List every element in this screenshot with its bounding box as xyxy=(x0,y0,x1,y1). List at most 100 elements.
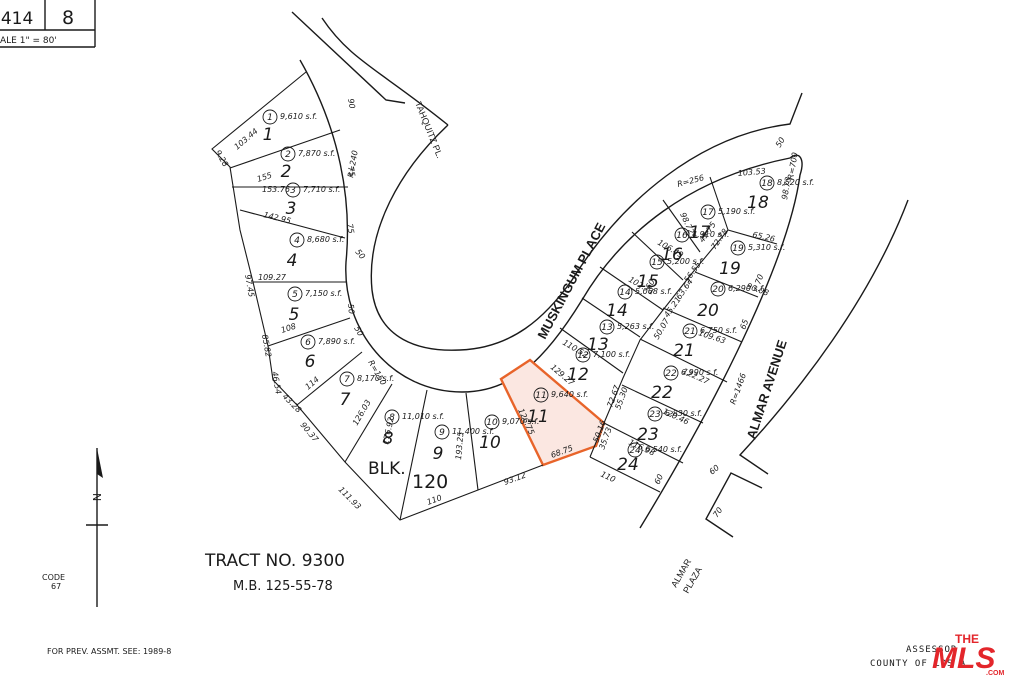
scale-label: SCALE 1" = 80' xyxy=(0,36,57,46)
dimension-label: 193.25 xyxy=(454,431,465,460)
dimension-label: R=256 xyxy=(676,173,705,189)
lot-parcel-number: 6 xyxy=(305,338,311,348)
assessor-label: ASSESSOR xyxy=(906,645,957,655)
dimension-label: R=1466 xyxy=(728,372,748,406)
dimension-label: 75 xyxy=(346,166,357,178)
north-arrow: N xyxy=(86,448,108,607)
lot-9[interactable]: 9 11,400 s.f. 9 xyxy=(433,424,495,464)
lot-parcel-number: 4 xyxy=(294,236,300,246)
dimension-label: 176.92 xyxy=(381,416,396,445)
lot-number: 14 xyxy=(606,301,628,321)
north-label: N xyxy=(90,493,103,501)
lot-parcel-circle xyxy=(280,146,296,162)
lot-number: 6 xyxy=(305,352,316,372)
lot-parcel-circle xyxy=(663,365,679,381)
dimension-label: 60 xyxy=(644,278,657,291)
lot-number: 2 xyxy=(281,162,292,182)
lot-number: 22 xyxy=(651,383,673,403)
highlighted-lot-11[interactable] xyxy=(499,358,606,467)
dimension-label: 60 xyxy=(708,463,722,476)
lot-parcel-number: 15 xyxy=(651,258,663,268)
previous-assessment-note: FOR PREV. ASSMT. SEE: 1989-8 xyxy=(47,647,171,656)
lot-area: 4,910 s.f. xyxy=(692,230,729,239)
block-number: 120 xyxy=(412,471,448,493)
lot-area: 11,400 s.f. xyxy=(452,427,494,436)
lot-number: 3 xyxy=(286,199,297,219)
lot-boundaries xyxy=(211,71,778,521)
lot-number: 18 xyxy=(747,193,769,213)
lot-parcel-number: 3 xyxy=(290,186,296,196)
dimension-label: 90.37 xyxy=(298,421,320,445)
dimension-label: 97.45 xyxy=(243,274,256,298)
dimension-label: 126.03 xyxy=(351,398,373,427)
lot-area: 6,750 s.f. xyxy=(700,326,737,335)
dimension-label: 75 xyxy=(345,223,356,235)
lot-parcel-circle xyxy=(262,109,278,125)
lot-area: 8,680 s.f. xyxy=(307,235,344,244)
lot-4[interactable]: 4 8,680 s.f. 4 xyxy=(287,232,345,271)
lot-parcel-number: 22 xyxy=(665,369,677,379)
lot-parcel-number: 16 xyxy=(676,231,688,241)
lot-number: 19 xyxy=(719,259,741,279)
lot-number: 23 xyxy=(637,425,659,445)
lot-number: 4 xyxy=(287,251,298,271)
mls-logo: THE MLS .COM xyxy=(932,632,1004,677)
lot-area: 5,263 s.f. xyxy=(617,322,654,331)
lot-area: 5,190 s.f. xyxy=(718,207,755,216)
mls-logo-the: THE xyxy=(955,632,979,646)
dimension-label: 114 xyxy=(304,375,321,392)
tahquitz-west-edge xyxy=(291,11,406,104)
lot-parcel-number: 24 xyxy=(629,446,641,456)
dimension-label: 155 xyxy=(256,171,273,184)
lot-parcel-number: 9 xyxy=(439,428,445,438)
lot-number: 1 xyxy=(263,125,274,145)
block-label: BLK. xyxy=(368,459,406,479)
lot-parcel-circle xyxy=(575,347,591,363)
lot-area: 9,640 s.f. xyxy=(551,390,588,399)
lot-parcel-number: 8 xyxy=(389,413,395,423)
dimension-label: 103.53 xyxy=(737,167,766,178)
lot-area: 7,150 s.f. xyxy=(305,289,342,298)
dimension-label: 110.52 xyxy=(561,338,590,360)
dimension-label: 98.73 xyxy=(780,176,793,200)
dimension-label: 153.76 xyxy=(262,185,290,194)
lot-area: 6,990 s.f. xyxy=(681,368,718,377)
lot-area: 9,070 s.f. xyxy=(502,417,539,426)
lot-parcel-circle xyxy=(674,227,690,243)
dimension-label: 103.44 xyxy=(233,127,260,152)
almar-plaza-edge xyxy=(705,472,763,538)
lot-area: 5,068 s.f. xyxy=(635,287,672,296)
lot-area: 6,290 s.f. xyxy=(728,284,765,293)
lot-22[interactable]: 22 6,990 s.f. 22 xyxy=(651,365,718,403)
lot-parcel-circle xyxy=(339,371,355,387)
lot-number: 20 xyxy=(697,301,719,321)
dimension-label: 70 xyxy=(711,506,724,520)
lot-number: 9 xyxy=(433,444,444,464)
dimension-label: R=700 xyxy=(786,152,800,181)
almar-west-edge xyxy=(639,154,803,529)
tahquitz-east-edge xyxy=(321,17,449,126)
